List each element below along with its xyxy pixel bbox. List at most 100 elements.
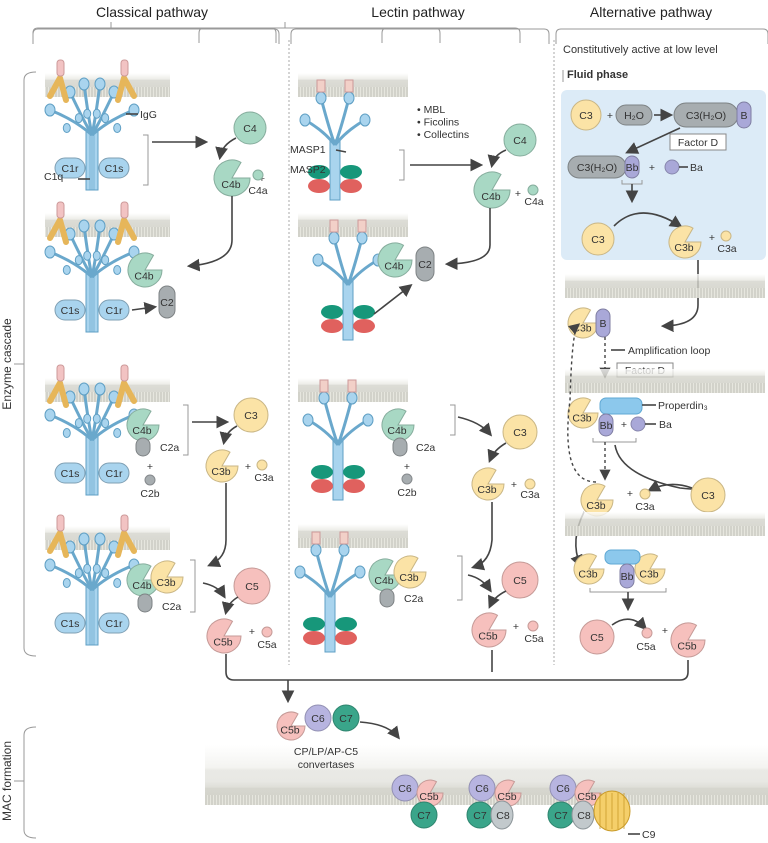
c1-complex-2-c1r-label: C1r: [106, 305, 123, 317]
mbl-complex-3-head: [318, 391, 330, 405]
c2-2-label: C2: [418, 259, 432, 271]
header-lectin: Lectin pathway: [371, 4, 464, 20]
mbl-complex-4-masp2: [335, 631, 357, 645]
c1-complex-2-head: [78, 219, 90, 233]
label-ba-2: Ba: [659, 419, 672, 431]
membrane-alt-3-gradient: [565, 512, 765, 526]
mbl-complex-3-head: [362, 413, 374, 427]
bracket-c5-conv: [190, 559, 196, 613]
mbl-complex-2-cap: [329, 219, 339, 233]
mbl-complex-4-masp1: [303, 617, 325, 631]
plus-c5-2: +: [513, 621, 519, 633]
factor-b-2-label: B: [599, 318, 606, 330]
alt-c3-1-label: C3: [579, 110, 593, 122]
membrane-classical-1: [45, 87, 170, 97]
mac-c8-1: [490, 800, 514, 830]
c3-1-label: C3: [244, 410, 258, 422]
c2a-2: [137, 593, 153, 613]
label-c4a-2: C4a: [524, 196, 543, 208]
lectin-recognition-0: • MBL: [417, 104, 445, 116]
c1-complex-3-head: [78, 382, 90, 396]
arrow-c3-cleave-2: [487, 442, 507, 463]
c1-complex-1-knob: [92, 108, 101, 119]
alt-c5b-label: C5b: [677, 640, 696, 652]
membrane-alt-1: [565, 288, 765, 298]
alt-subtitle: Constitutively active at low level: [563, 44, 718, 56]
c1-complex-3-head: [44, 408, 56, 422]
mbl-complex-4-masp1: [335, 617, 357, 631]
mbl-complex-1-stalk: [329, 139, 341, 201]
plus-c2b: +: [147, 461, 153, 473]
c1-complex-2-igg: [47, 217, 69, 245]
membrane-classical-2: [45, 227, 170, 237]
arrow-c5-cleave-2: [488, 590, 507, 609]
label-c9: C9: [642, 829, 656, 841]
c5a-1: [261, 626, 273, 638]
alt-c3a-1: [720, 230, 732, 242]
arrow-c5conv-2: [467, 574, 492, 593]
arrow-mac-1: [359, 721, 400, 740]
label-c2a-4: C2a: [404, 593, 423, 605]
c5b-2-label: C5b: [478, 630, 497, 642]
alt-c3b-5: [573, 553, 605, 585]
c1-complex-1-c1r: [54, 157, 86, 179]
c1-complex-1-knob: [113, 123, 122, 133]
c1-complex-2-head: [94, 219, 106, 233]
mbl-complex-2-cap: [357, 219, 367, 233]
c1-complex-2-knob: [62, 265, 71, 275]
mbl-complex-1-cap: [344, 79, 354, 93]
mbl-complex-4-stalk: [324, 591, 336, 653]
bb-1-label: Bb: [626, 162, 639, 174]
c1-complex-2-head: [44, 245, 56, 259]
c1-complex-3-head: [94, 382, 106, 396]
c1-complex-1-c1r-label: C1r: [62, 163, 79, 175]
arrow-c5-cleave: [221, 596, 239, 616]
mac-c6-4-label: C6: [556, 783, 570, 795]
alt-c3b-5-label: C3b: [578, 568, 597, 580]
converge-line: [225, 654, 689, 681]
c5b-1: [206, 618, 242, 654]
mbl-complex-3-masp1: [343, 465, 365, 479]
plus-c5: +: [249, 626, 255, 638]
alt-plus-3: +: [709, 232, 715, 244]
alt-c3-3-label: C3: [701, 490, 715, 502]
c1-complex-2-knob: [101, 255, 110, 266]
c2-1: [158, 285, 176, 319]
c1-complex-4-head: [78, 532, 90, 546]
mbl-complex-1-masp2: [340, 179, 362, 193]
alt-plus-1: +: [607, 110, 613, 122]
bb-2-label: Bb: [600, 420, 613, 432]
mbl-complex-3-cap: [319, 379, 329, 393]
mac-c6-1: [304, 704, 332, 732]
c1-complex-3-knob: [101, 418, 110, 429]
arrow-c4-cleave: [215, 137, 237, 161]
c1-complex-4-igg-fab: [120, 514, 129, 532]
arrow-amplification-return: [567, 323, 597, 483]
label-enzyme-cascade: Enzyme cascade: [0, 318, 14, 410]
label-c2a-1: C2a: [160, 442, 179, 454]
label-c5a-2: C5a: [524, 633, 543, 645]
c1-complex-1-head: [78, 77, 90, 91]
mbl-complex-2-stalk: [342, 279, 354, 341]
mbl-complex-1-masp1: [340, 165, 362, 179]
mbl-complex-4-head: [338, 543, 350, 557]
c4a-2: [527, 184, 539, 196]
mbl-complex-3-head: [346, 391, 358, 405]
c1-complex-2-knob: [74, 255, 83, 266]
c1-complex-4-igg: [115, 530, 137, 558]
bracket-c1-1: [143, 134, 149, 186]
h2o: [615, 104, 653, 126]
c1-complex-1-igg: [47, 75, 69, 103]
bracket-lectin: [290, 28, 550, 44]
mac-c6-3: [468, 774, 496, 802]
mac-c7-1: [332, 704, 360, 732]
c1-complex-1-knob: [62, 123, 71, 133]
c1-complex-4-igg-fab: [56, 514, 65, 532]
mbl-complex-3-masp2: [311, 479, 333, 493]
c1-complex-4-knob: [101, 568, 110, 579]
c1-complex-3-igg-fab: [56, 364, 65, 382]
c1-complex-1-knob: [101, 113, 110, 124]
properdin-1: [599, 397, 643, 415]
c1-complex-1-c1s-label: C1s: [105, 163, 124, 175]
factor-b-1-label: B: [740, 110, 747, 122]
